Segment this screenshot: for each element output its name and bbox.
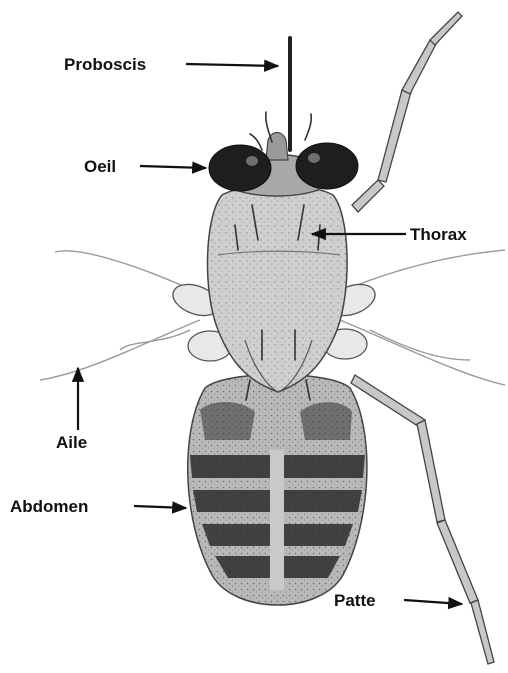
abdomen-arrow bbox=[134, 506, 186, 508]
hind-leg-right bbox=[351, 375, 494, 664]
patte-label: Patte bbox=[334, 591, 376, 610]
proboscis-arrow bbox=[186, 64, 278, 66]
oeil-arrow bbox=[140, 166, 206, 168]
front-leg-right bbox=[352, 12, 462, 212]
thorax-label: Thorax bbox=[410, 225, 467, 244]
aile-label: Aile bbox=[56, 433, 87, 452]
thorax bbox=[207, 185, 347, 400]
oeil-label: Oeil bbox=[84, 157, 116, 176]
right-wing bbox=[330, 250, 505, 385]
proboscis-label: Proboscis bbox=[64, 55, 146, 74]
abdomen bbox=[188, 375, 367, 606]
patte-arrow bbox=[404, 600, 462, 604]
right-eye bbox=[296, 143, 358, 189]
left-eye bbox=[209, 145, 271, 191]
abdomen-label: Abdomen bbox=[10, 497, 88, 516]
left-wing bbox=[40, 251, 205, 380]
